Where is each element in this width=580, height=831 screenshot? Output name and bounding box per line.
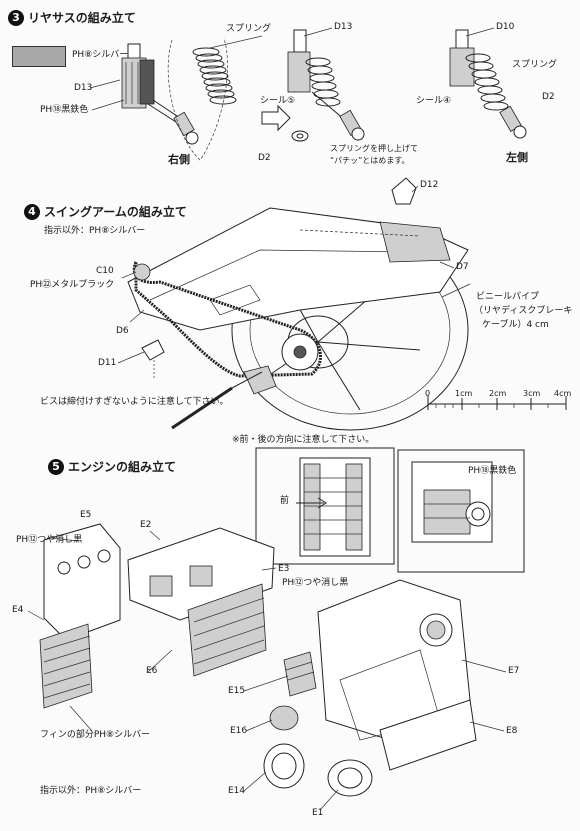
step3-title: 3 リヤサスの組み立て: [8, 9, 136, 26]
bracket-d11: [141, 339, 165, 378]
label-right-side: 右側: [168, 153, 190, 166]
note-line1: スプリングを押し上げて: [330, 144, 418, 153]
label-e1: E1: [312, 808, 324, 818]
label-e16: E16: [230, 726, 248, 736]
label-c10-paint: PH㉒メタルブラック: [30, 280, 115, 290]
swatch-label: PH⑧シルバー: [72, 50, 129, 60]
label-d7: D7: [456, 262, 469, 272]
label-e8: E8: [506, 726, 518, 736]
ruler-tick-0: 0: [425, 389, 431, 398]
label-d6: D6: [116, 326, 129, 336]
label-d13-left: D13: [74, 83, 93, 93]
label-d2-mid: D2: [258, 153, 271, 163]
label-d13-mid: D13: [334, 22, 353, 32]
label-e3: E3: [278, 564, 290, 574]
caution-direction: ※前・後の方向に注意して下さい。: [232, 435, 375, 445]
label-e5: E5: [80, 510, 92, 520]
step4-subtitle: 指示以外：PH⑧シルバー: [44, 226, 146, 236]
vinyl-line3: ケーブル）4 cm: [482, 320, 549, 330]
label-e4: E4: [12, 605, 24, 615]
cylinder-head: [39, 523, 121, 709]
label-d12: D12: [420, 180, 439, 190]
label-paint-matte: PH⑫つや消し黒: [16, 535, 83, 545]
step5-number: 5: [48, 458, 64, 475]
label-paint-gunmetal: PH⑱黒鉄色: [40, 105, 89, 115]
label-e14: E14: [228, 786, 246, 796]
clutch-cover-e1: [327, 759, 373, 797]
label-spring-right: スプリング: [512, 60, 558, 70]
cover-e16: [269, 705, 299, 731]
screwdriver: [171, 371, 263, 430]
seal-ring: [291, 130, 309, 142]
label-d2-right: D2: [542, 92, 555, 102]
note-line2: “パチッ”とはめます。: [330, 156, 410, 165]
inset-box-front: [255, 447, 395, 565]
step4-number: 4: [24, 203, 40, 220]
vinyl-line2: （リヤディスクブレーキ: [474, 306, 573, 316]
label-e6: E6: [146, 666, 158, 676]
drive-chain: [132, 261, 322, 378]
cylinder-block: [127, 527, 275, 677]
label-front: 前: [280, 496, 290, 506]
ruler-tick-1: 1cm: [455, 389, 473, 398]
ruler-tick-3: 3cm: [523, 389, 541, 398]
label-c10: C10: [96, 266, 114, 276]
ruler-tick-4: 4cm: [554, 389, 572, 398]
label-spring: スプリング: [226, 24, 272, 34]
label-e7: E7: [508, 666, 520, 676]
label-paint-matte2: PH⑫つや消し黒: [282, 578, 349, 588]
label-paint-gunmetal-e: PH⑱黒鉄色: [468, 466, 517, 476]
swing-arm: [127, 207, 469, 331]
label-d11: D11: [98, 358, 117, 368]
step4-title: 4 スイングアームの組み立て: [24, 203, 187, 220]
leader-lines: [27, 27, 507, 811]
crankcase: [317, 579, 477, 771]
label-e2: E2: [140, 520, 152, 530]
label-seal-mid: シール⑤: [260, 96, 296, 106]
vinyl-line1: ビニールパイプ: [476, 292, 540, 302]
label-d10: D10: [496, 22, 515, 32]
step5-title: 5 エンジンの組み立て: [48, 458, 176, 475]
label-left-side: 左側: [506, 151, 528, 164]
cover-e14: [263, 743, 305, 789]
step3-number: 3: [8, 9, 24, 26]
ruler-tick-2: 2cm: [489, 389, 507, 398]
label-seal-right: シール④: [416, 96, 452, 106]
label-e15: E15: [228, 686, 246, 696]
color-swatch-silver: [12, 46, 66, 67]
inset-box-crankcase: [397, 449, 525, 573]
sprocket-cover: [243, 365, 277, 395]
step4-title-text: スイングアームの組み立て: [44, 205, 187, 219]
right-shock-absorber: [449, 29, 527, 139]
middle-shock-absorber: [287, 29, 365, 141]
measurement-ruler: [427, 396, 567, 410]
step5-title-text: エンジンの組み立て: [68, 460, 177, 474]
left-shock-absorber: [121, 43, 199, 145]
step3-title-text: リヤサスの組み立て: [28, 11, 136, 25]
fin-note: フィンの部分PH⑧シルバー: [40, 730, 151, 740]
spring-coil: [167, 37, 237, 161]
bottom-note: 指示以外：PH⑧シルバー: [40, 786, 142, 796]
fin-e15: [283, 651, 317, 697]
arrow-right-icon: [261, 104, 291, 132]
bracket-d12: [391, 177, 417, 205]
caution-screw: ビスは締付けすぎないように注意して下さい。: [40, 397, 229, 407]
